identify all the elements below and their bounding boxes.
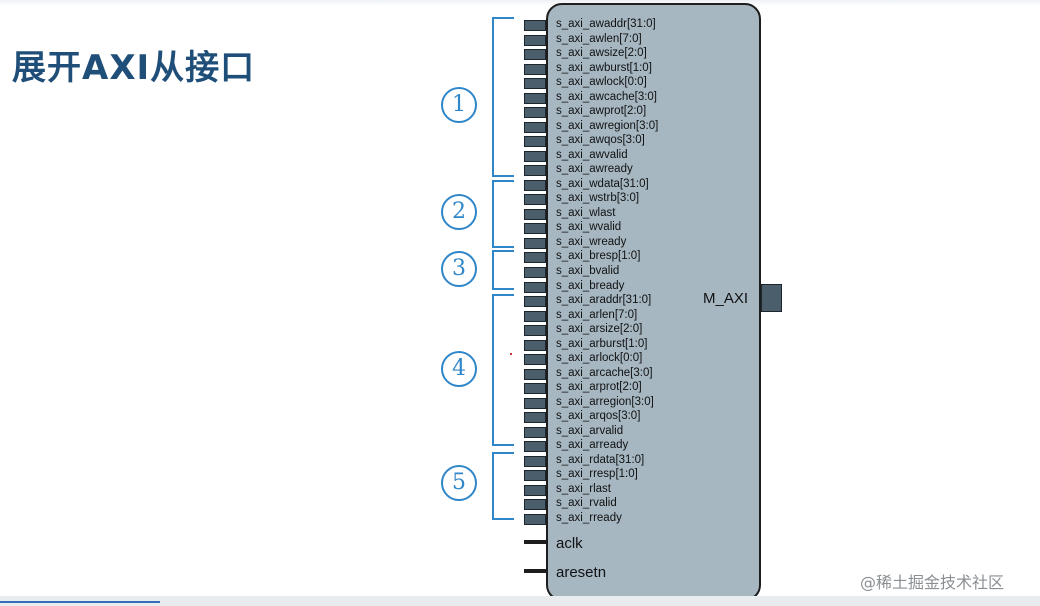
port-label: s_axi_awaddr[31:0] xyxy=(556,18,656,30)
port-label: s_axi_wready xyxy=(556,235,627,248)
group-number-1: 1 xyxy=(441,87,477,123)
aclk-pin xyxy=(524,540,546,544)
aresetn-pin xyxy=(524,569,546,573)
port-label: s_axi_wdata[31:0] xyxy=(556,177,649,190)
port-label: s_axi_arregion[3:0] xyxy=(556,395,654,408)
port-connector xyxy=(524,281,546,293)
port-label: s_axi_awprot[2:0] xyxy=(556,105,647,118)
port-connector xyxy=(524,194,546,206)
port-label: s_axi_bvalid xyxy=(556,265,620,277)
port-label: s_axi_rready xyxy=(556,512,622,524)
port-connector xyxy=(524,107,546,119)
port-connector xyxy=(524,267,546,278)
port-label: s_axi_awlen[7:0] xyxy=(556,32,642,45)
slide-title: 展开AXI从接口 xyxy=(12,48,256,88)
port-label: s_axi_arprot[2:0] xyxy=(556,381,642,394)
port-connector xyxy=(524,455,546,467)
port-label: s_axi_arsize[2:0] xyxy=(556,323,643,336)
port-label: s_axi_awcache[3:0] xyxy=(556,90,658,103)
port-connector xyxy=(524,165,546,177)
m-axi-label: M_AXI xyxy=(703,290,749,307)
port-connector xyxy=(524,78,546,90)
port-label: s_axi_wlast xyxy=(556,206,616,219)
port-connector xyxy=(524,296,546,308)
group-number-4: 4 xyxy=(441,351,477,387)
port-connector xyxy=(524,121,546,133)
port-connector xyxy=(524,484,546,496)
port-label: s_axi_rvalid xyxy=(556,497,617,510)
port-label: s_axi_araddr[31:0] xyxy=(556,294,652,307)
port-connector xyxy=(524,412,546,424)
port-label: s_axi_awregion[3:0] xyxy=(556,119,659,132)
port-connector xyxy=(524,179,546,191)
port-connector xyxy=(524,325,546,337)
port-label: s_axi_rdata[31:0] xyxy=(556,453,645,466)
port-connector xyxy=(524,34,546,46)
port-connector xyxy=(524,63,546,75)
port-label: s_axi_wstrb[3:0] xyxy=(556,192,640,205)
port-connector xyxy=(524,49,546,61)
port-connector xyxy=(524,470,546,482)
group-number-3: 3 xyxy=(441,251,477,287)
port-label: s_axi_bresp[1:0] xyxy=(556,250,641,263)
port-label: s_axi_awready xyxy=(556,163,633,176)
progress-bar xyxy=(0,601,160,603)
port-connector xyxy=(524,150,546,162)
port-connector xyxy=(524,223,546,235)
port-label: s_axi_bready xyxy=(556,279,625,292)
port-label: s_axi_arvalid xyxy=(556,424,624,437)
port-label: s_axi_awqos[3:0] xyxy=(556,134,645,147)
port-connector xyxy=(524,426,546,438)
port-connector xyxy=(524,383,546,395)
port-connector xyxy=(524,237,546,249)
port-connector xyxy=(524,92,546,104)
group-bracket-4 xyxy=(492,294,514,446)
port-connector xyxy=(524,20,546,31)
bottom-band xyxy=(0,596,1040,606)
port-connector xyxy=(524,310,546,322)
port-connector xyxy=(524,252,546,264)
port-label: s_axi_arburst[1:0] xyxy=(556,337,648,350)
top-band xyxy=(0,0,1040,6)
group-number-5: 5 xyxy=(441,465,477,501)
port-connector xyxy=(524,397,546,409)
port-label: s_axi_arlen[7:0] xyxy=(556,308,638,321)
axi-interconnect-block xyxy=(546,3,761,601)
watermark: @稀土掘金技术社区 xyxy=(860,573,1005,592)
port-connector xyxy=(524,514,546,525)
port-label: s_axi_awvalid xyxy=(556,148,628,161)
port-connector xyxy=(524,368,546,380)
port-label: s_axi_rlast xyxy=(556,482,611,495)
port-connector xyxy=(524,499,546,511)
port-connector xyxy=(524,136,546,148)
port-connector xyxy=(524,354,546,366)
port-connector xyxy=(524,339,546,351)
group-bracket-5 xyxy=(492,452,514,520)
stray-dot xyxy=(510,353,512,355)
port-label: s_axi_arcache[3:0] xyxy=(556,366,653,379)
port-connector xyxy=(524,441,546,453)
group-bracket-1 xyxy=(492,17,514,177)
port-label: s_axi_awburst[1:0] xyxy=(556,61,652,74)
aclk-label: aclk xyxy=(556,535,583,552)
port-label: s_axi_arready xyxy=(556,439,629,452)
group-bracket-2 xyxy=(492,180,514,248)
port-label: s_axi_rresp[1:0] xyxy=(556,468,638,481)
port-connector xyxy=(524,208,546,220)
group-number-2: 2 xyxy=(441,194,477,230)
m-axi-port xyxy=(761,284,782,312)
port-label: s_axi_arqos[3:0] xyxy=(556,410,641,423)
port-label: s_axi_awsize[2:0] xyxy=(556,47,647,60)
port-label: s_axi_wvalid xyxy=(556,221,622,234)
port-label: s_axi_awlock[0:0] xyxy=(556,76,647,89)
aresetn-label: aresetn xyxy=(556,564,607,581)
group-bracket-3 xyxy=(492,250,514,290)
port-label: s_axi_arlock[0:0] xyxy=(556,352,643,365)
